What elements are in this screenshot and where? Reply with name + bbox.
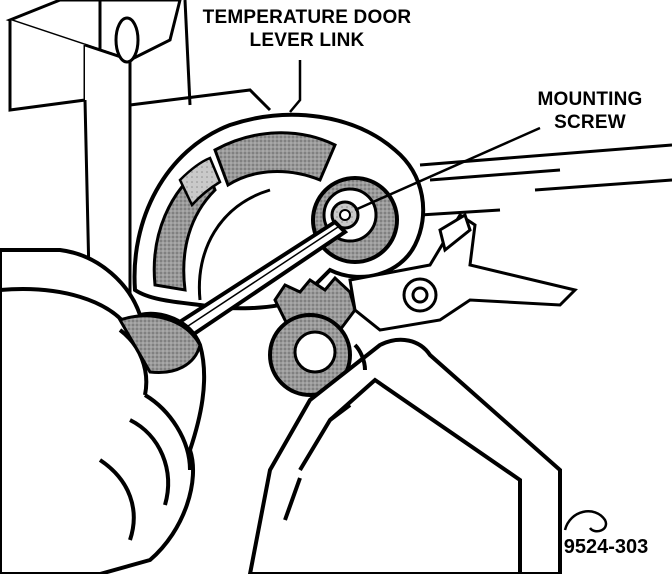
mounting-screw-label-line1: MOUNTING	[537, 89, 643, 110]
mounting-screw-label: MOUNTING SCREW	[520, 88, 660, 134]
figure-leader	[563, 510, 608, 533]
temperature-door-lever-link-label-line2: LEVER LINK	[249, 30, 365, 51]
actuator-body	[247, 337, 562, 574]
temperature-door-lever-link-leader	[289, 60, 302, 113]
mounting-screw-label-line2: SCREW	[554, 112, 626, 133]
temperature-door-lever-link-label: TEMPERATURE DOOR LEVER LINK	[192, 6, 422, 52]
actuator-bracket	[348, 212, 578, 332]
housing-edge-lines	[419, 143, 672, 217]
panel-hole	[114, 16, 140, 64]
temperature-door-lever-link-label-line1: TEMPERATURE DOOR	[202, 7, 412, 28]
door-gear	[268, 275, 357, 397]
mounting-screw-leader	[354, 126, 541, 212]
screwdriver-handle	[117, 314, 202, 375]
figure-number: 9524-303	[563, 536, 649, 558]
leader-lines	[289, 60, 541, 212]
